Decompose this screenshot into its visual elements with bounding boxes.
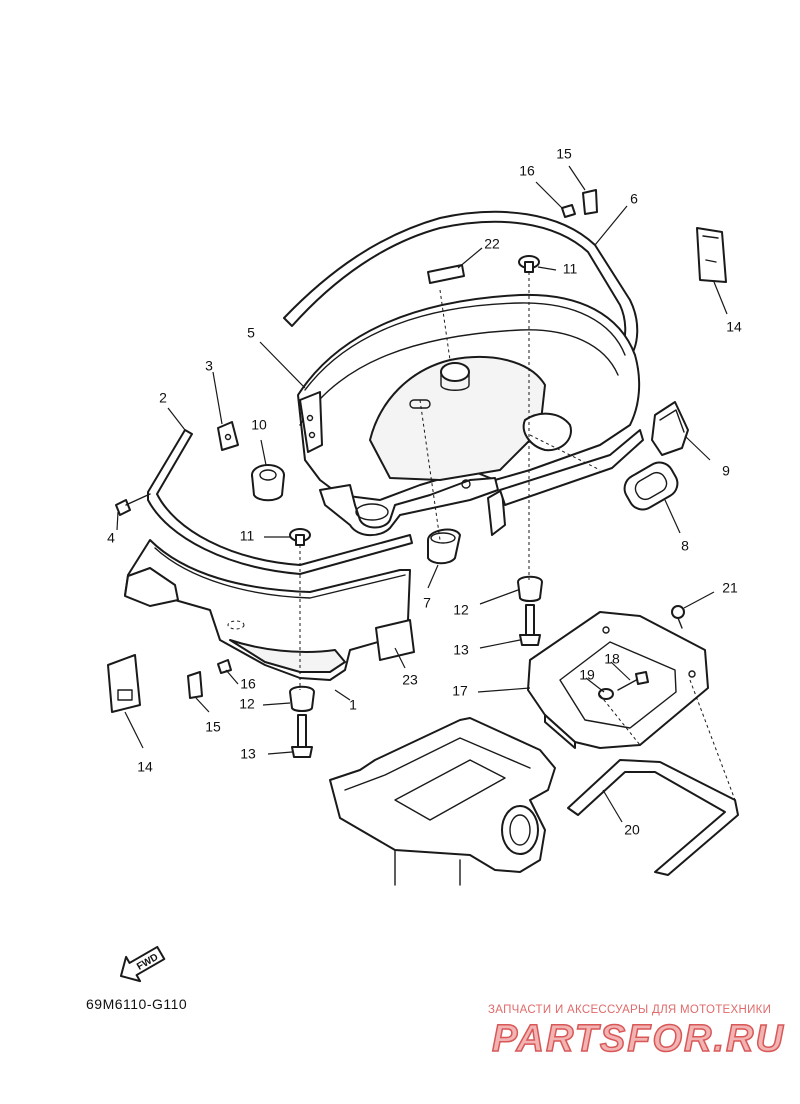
lower-housing bbox=[329, 717, 556, 886]
callout-16-top: 16 bbox=[519, 163, 535, 179]
part-17-mount-plate bbox=[527, 611, 709, 749]
callout-5: 5 bbox=[247, 325, 255, 341]
part-7-grommet bbox=[427, 528, 461, 565]
callout-18: 18 bbox=[604, 651, 620, 667]
part-23-label bbox=[375, 619, 415, 661]
assembly-dashed-lines bbox=[299, 272, 736, 801]
diagram-code: 69M6110-G110 bbox=[86, 996, 188, 1012]
part-1-front-cowling bbox=[124, 539, 411, 681]
part-4-bolt bbox=[115, 493, 151, 516]
callout-1: 1 bbox=[349, 697, 357, 713]
callouts: 1 2 3 4 5 6 7 8 9 10 11 11 12 12 13 13 1… bbox=[107, 146, 742, 838]
fwd-arrow-icon: FWD bbox=[119, 945, 166, 983]
part-11-screw-left bbox=[289, 528, 311, 546]
callout-11-left: 11 bbox=[240, 528, 255, 544]
part-13-bolt-right bbox=[519, 604, 541, 646]
callout-4: 4 bbox=[107, 530, 115, 546]
part-13-bolt-left bbox=[291, 714, 313, 758]
part-3-bracket bbox=[217, 421, 239, 451]
part-15-bracket-top bbox=[582, 189, 598, 215]
callout-9: 9 bbox=[722, 463, 730, 479]
part-22-label bbox=[427, 264, 465, 284]
leader-lines bbox=[116, 165, 728, 823]
callout-21: 21 bbox=[722, 580, 738, 596]
callout-3: 3 bbox=[205, 358, 213, 374]
callout-12-left: 12 bbox=[239, 696, 255, 712]
part-15-bracket-bottom bbox=[187, 671, 203, 699]
part-11-screw-top bbox=[518, 255, 540, 273]
part-8-seal-ring bbox=[623, 461, 679, 511]
callout-7: 7 bbox=[423, 595, 431, 611]
callout-16-bottom: 16 bbox=[240, 676, 256, 692]
callout-6: 6 bbox=[630, 191, 638, 207]
part-5-cowling-shell bbox=[297, 293, 644, 537]
callout-13-left: 13 bbox=[240, 746, 256, 762]
part-14-clip-top bbox=[696, 227, 727, 283]
callout-22: 22 bbox=[484, 236, 500, 252]
part-2-front-seal bbox=[147, 429, 413, 575]
part-12-grommet-left bbox=[289, 685, 315, 712]
callout-8: 8 bbox=[681, 538, 689, 554]
watermark-brand-logo: PARTSFOR.RU bbox=[491, 1017, 785, 1061]
callout-23: 23 bbox=[402, 672, 418, 688]
part-9-grommet bbox=[651, 401, 689, 456]
callout-14-top: 14 bbox=[726, 319, 742, 335]
callout-14-left: 14 bbox=[137, 759, 153, 775]
watermark-tagline: ЗАПЧАСТИ И АКСЕССУАРЫ ДЛЯ МОТОТЕХНИКИ bbox=[488, 1004, 772, 1016]
part-16-screw-top bbox=[561, 204, 576, 218]
part-16-screw-bottom bbox=[217, 659, 232, 674]
callout-15-top: 15 bbox=[556, 146, 572, 162]
callout-20: 20 bbox=[624, 822, 640, 838]
part-14-clip-left bbox=[107, 654, 141, 713]
part-10-grommet bbox=[251, 464, 285, 502]
callout-2: 2 bbox=[159, 390, 167, 406]
callout-13-right: 13 bbox=[453, 642, 469, 658]
part-18-bolt bbox=[617, 671, 649, 691]
part-12-grommet-right bbox=[517, 575, 543, 602]
part-20-bracket-frame bbox=[567, 759, 739, 876]
callout-10: 10 bbox=[251, 417, 267, 433]
part-21-screw bbox=[671, 605, 685, 629]
callout-12-right: 12 bbox=[453, 602, 469, 618]
callout-15-bottom: 15 bbox=[205, 719, 221, 735]
callout-17: 17 bbox=[452, 683, 468, 699]
callout-11-top: 11 bbox=[563, 261, 578, 277]
callout-19: 19 bbox=[579, 667, 595, 683]
